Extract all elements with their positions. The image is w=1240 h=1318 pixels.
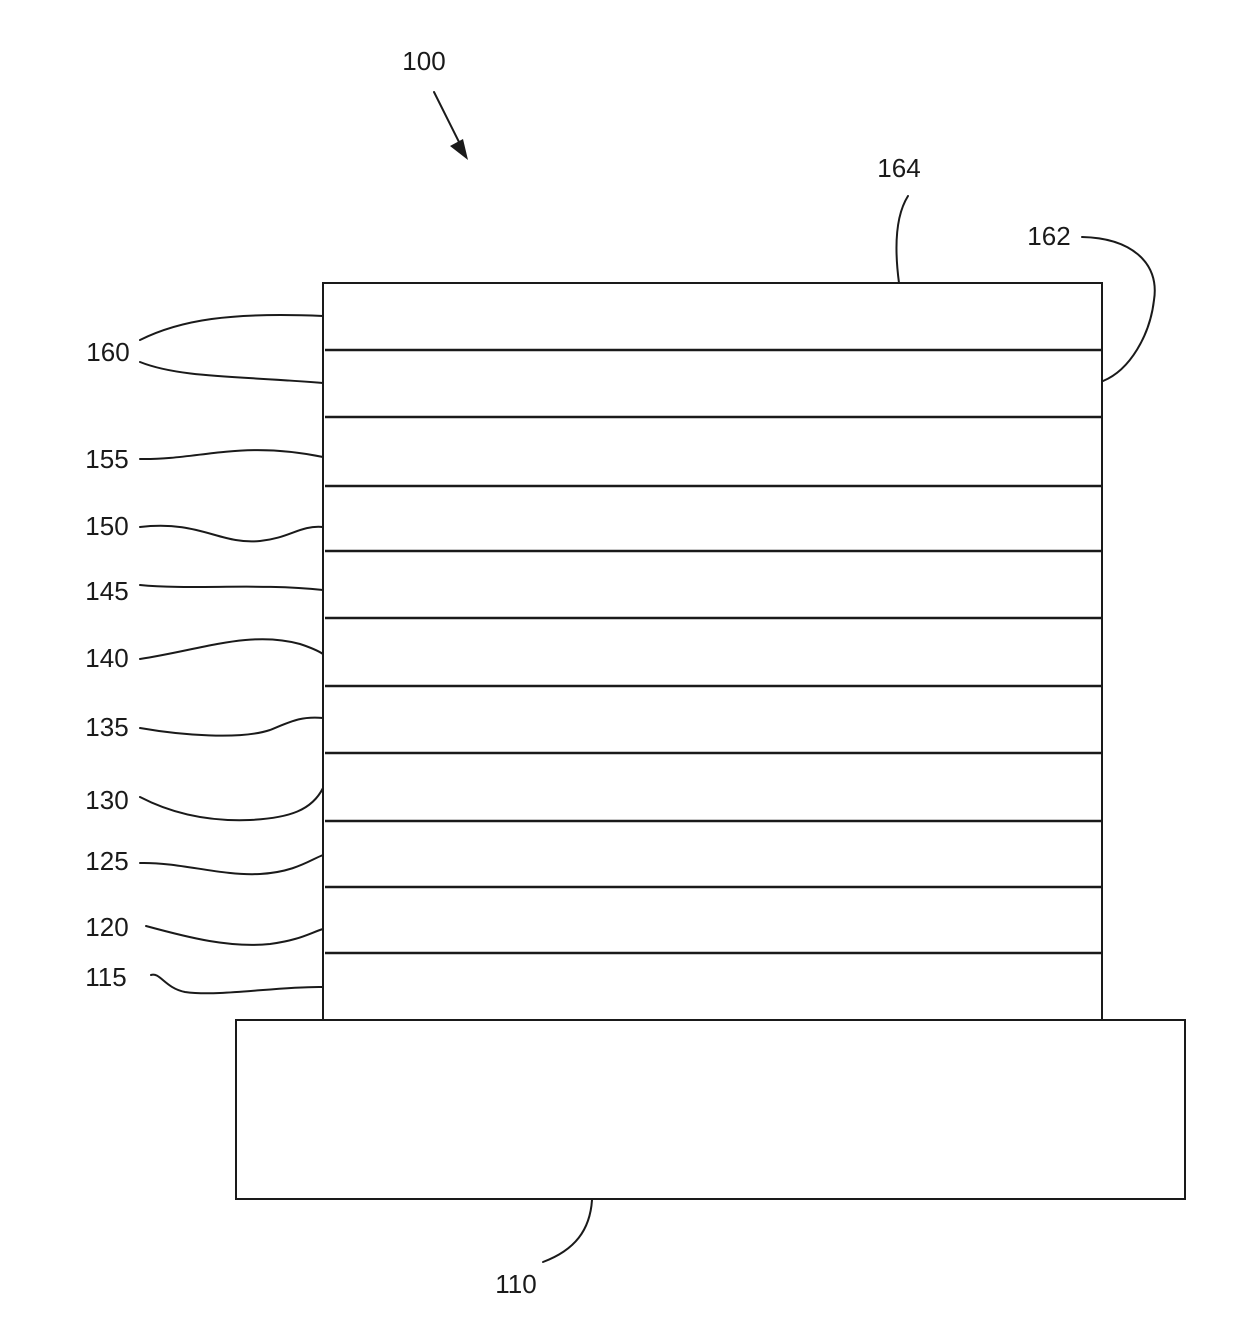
layer-leader-130 — [140, 788, 323, 820]
layer-leader-120 — [146, 926, 323, 945]
top-surface-label: 164 — [877, 153, 920, 183]
layer-leader-150 — [140, 526, 323, 542]
layer-leader-125 — [140, 855, 323, 874]
layer-leader-160-upper — [140, 315, 323, 340]
top-surface-leader — [896, 196, 908, 283]
layer-label-115: 115 — [85, 962, 126, 992]
layer-label-150: 150 — [85, 511, 128, 541]
side-surface-label: 162 — [1027, 221, 1070, 251]
layer-label-140: 140 — [85, 643, 128, 673]
layer-label-145: 145 — [85, 576, 128, 606]
layer-leader-145 — [140, 585, 323, 590]
layer-label-130: 130 — [85, 785, 128, 815]
layer-label-160: 160 — [86, 337, 129, 367]
layer-leader-135 — [140, 718, 323, 736]
layer-leader-140 — [140, 639, 323, 659]
layer-label-125: 125 — [85, 846, 128, 876]
layer-label-120: 120 — [85, 912, 128, 942]
substrate — [236, 1020, 1185, 1199]
layer-leader-160-lower — [140, 362, 323, 383]
substrate-leader — [543, 1200, 592, 1262]
layer-stack — [323, 283, 1102, 1020]
layer-leader-155 — [140, 450, 323, 459]
layer-leader-115 — [151, 975, 323, 994]
layer-label-155: 155 — [85, 444, 128, 474]
device-label: 100 — [402, 46, 445, 76]
device-arrow-head — [450, 139, 468, 160]
layer-label-135: 135 — [85, 712, 128, 742]
substrate-label: 110 — [495, 1269, 536, 1299]
